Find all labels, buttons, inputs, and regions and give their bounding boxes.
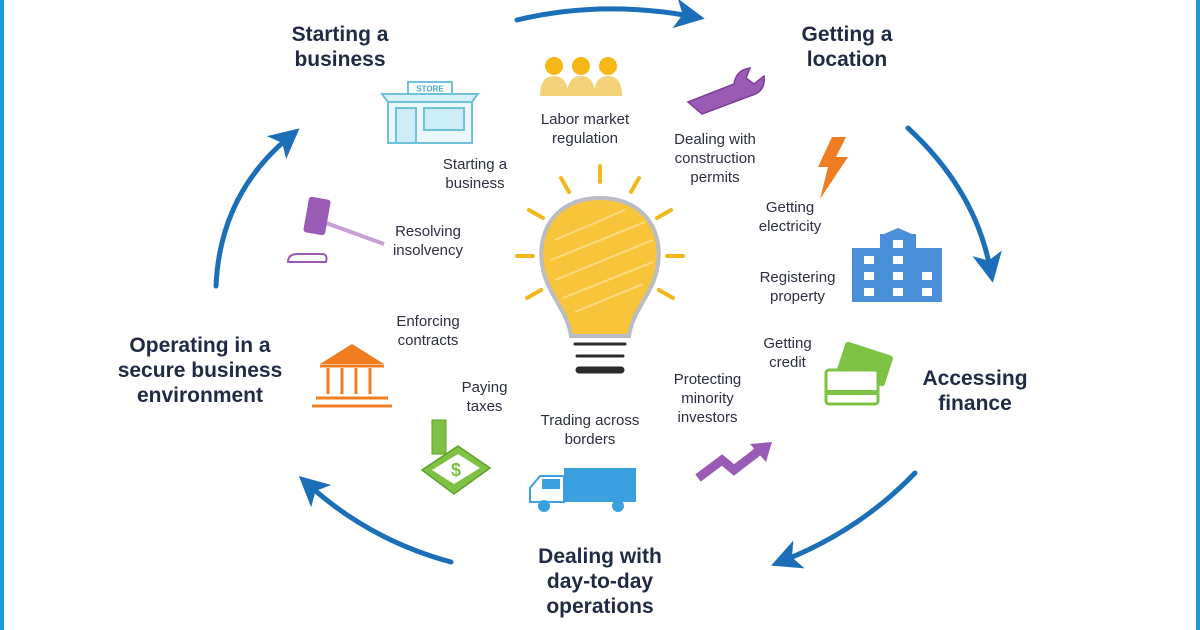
svg-text:$: $ (451, 460, 461, 480)
trend-arrow-icon (694, 440, 774, 485)
indicator-enforcing-contracts: Enforcing contracts (396, 313, 460, 349)
indicator-trading-borders: Trading across borders (540, 412, 640, 448)
stage-secure-environment: Operating in a secure business environme… (117, 334, 283, 407)
stage-day-to-day-operations: Dealing with day-to-day operations (538, 545, 662, 618)
stage-accessing-finance: Accessing finance (922, 367, 1028, 415)
money-icon: $ (418, 418, 493, 498)
stage-getting-location: Getting a location (801, 23, 893, 71)
indicator-construction-permits: Dealing with construction permits (674, 131, 756, 186)
indicator-labor-market: Labor market regulation (540, 111, 630, 147)
indicator-registering-property: Registering property (759, 269, 836, 305)
lightbulb-icon (505, 160, 695, 390)
arrow-left (213, 128, 300, 289)
lightning-icon (812, 135, 852, 200)
arrow-bottom-left (298, 475, 454, 565)
arrow-right (905, 125, 1002, 283)
indicator-paying-taxes: Paying taxes (461, 379, 508, 415)
arrow-top (514, 0, 705, 29)
courthouse-icon (310, 342, 395, 412)
people-icon (538, 52, 628, 100)
indicator-starting-business: Starting a business (442, 156, 508, 192)
indicator-minority-investors: Protecting minority investors (673, 371, 742, 426)
credit-card-icon (820, 342, 895, 407)
frame-border-left (0, 0, 4, 630)
building-icon (850, 228, 945, 303)
indicator-resolving-insolvency: Resolving insolvency (392, 223, 464, 259)
indicator-electricity: Getting electricity (758, 199, 822, 235)
svg-text:STORE: STORE (416, 85, 444, 94)
truck-icon (528, 466, 638, 516)
stage-starting-business: Starting a business (291, 23, 389, 71)
wrench-icon (684, 62, 774, 117)
store-icon: STORE (380, 80, 480, 145)
arrow-bottom-right (771, 470, 918, 569)
gavel-icon (284, 192, 389, 267)
indicator-getting-credit: Getting credit (763, 335, 812, 371)
frame-border-right (1196, 0, 1200, 630)
